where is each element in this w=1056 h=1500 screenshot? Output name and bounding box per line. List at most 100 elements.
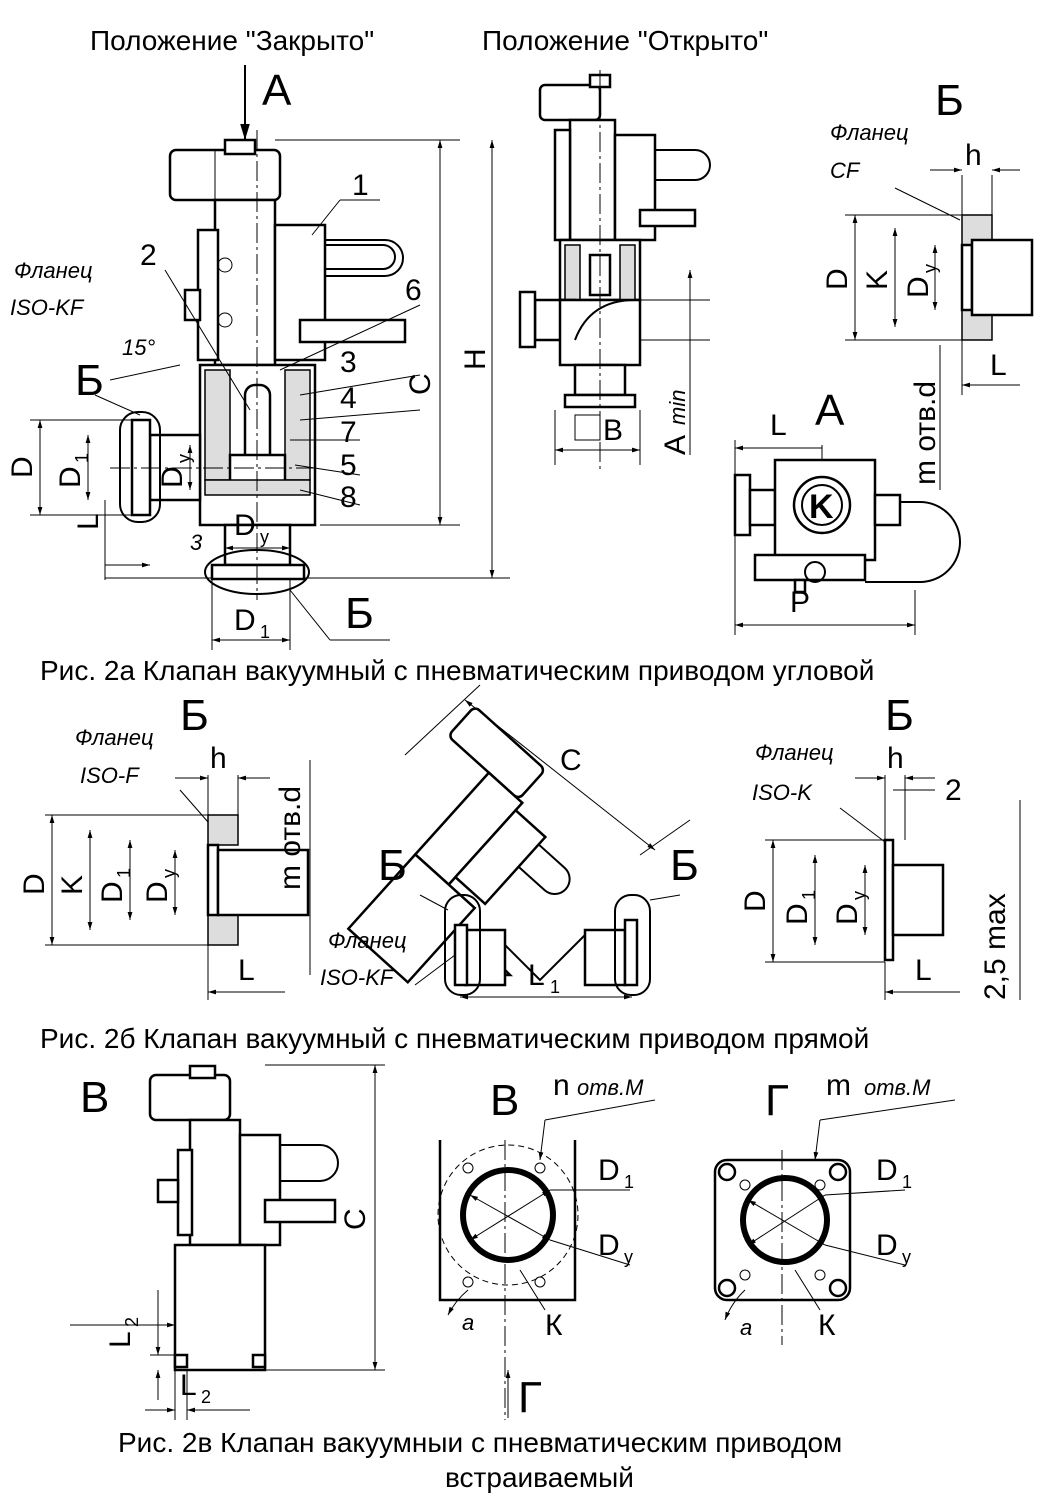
dim-c: C (404, 373, 437, 395)
svg-text:y: y (849, 891, 869, 900)
dim-3: 3 (190, 530, 203, 555)
title-closed: Положение "Закрыто" (90, 25, 374, 56)
iso-k-flange-label: Фланец (755, 740, 834, 765)
svg-text:y: y (260, 527, 269, 547)
svg-text:отв.М: отв.М (864, 1075, 931, 1100)
part-6-label: 6 (405, 274, 422, 307)
svg-text:1: 1 (902, 1172, 912, 1192)
part-3-label: 3 (340, 346, 357, 379)
svg-text:2: 2 (201, 1387, 211, 1407)
caption-fig2b: Рис. 2б Клапан вакуумный с пневматически… (40, 1023, 869, 1054)
iso-f-title: Б (180, 691, 209, 740)
svg-text:n: n (553, 1069, 570, 1102)
open-view-b-label: В (603, 414, 623, 447)
straight-valve-drawing (346, 684, 691, 1000)
flange-label: Фланец (14, 258, 93, 283)
svg-text:m: m (826, 1069, 851, 1102)
svg-text:1: 1 (260, 622, 270, 642)
svg-text:D: D (598, 1229, 620, 1262)
svg-text:D: D (141, 881, 174, 903)
angle-label: 15° (122, 335, 155, 360)
view-b-title: В (490, 1076, 519, 1125)
svg-text:D: D (54, 466, 87, 488)
k-logo: K (809, 488, 834, 526)
iso-f-dim-dy: Dy (141, 869, 179, 903)
part-5-label: 5 (340, 449, 357, 482)
iso-k-dim-h: h (887, 742, 904, 775)
section-b-bottom-label: Б (345, 589, 374, 638)
title-open: Положение "Открыто" (482, 25, 768, 56)
svg-text:D: D (876, 1229, 898, 1262)
cf-dim-h: h (965, 139, 982, 172)
iso-f-flange-detail (45, 760, 311, 1000)
detail-cf-title: Б (935, 76, 964, 125)
svg-text:D: D (598, 1154, 620, 1187)
part-8-label: 8 (340, 481, 357, 514)
svg-text:1: 1 (72, 453, 92, 463)
iso-f-flange-label: Фланец (75, 725, 154, 750)
svg-text:D: D (234, 604, 256, 637)
svg-text:y: y (624, 1247, 633, 1267)
cf-dim-l: L (990, 349, 1007, 382)
iso-k-dim-d1: D1 (781, 890, 819, 925)
view-a-title: А (815, 386, 845, 435)
svg-text:y: y (902, 1247, 911, 1267)
svg-text:D: D (156, 466, 189, 488)
cf-dim-k: K (861, 270, 894, 290)
dim-d: D (6, 456, 39, 478)
cf-flange-label: Фланец (830, 120, 909, 145)
dim-h: H (459, 348, 492, 370)
caption-fig2a: Рис. 2а Клапан вакуумный с пневматически… (40, 655, 874, 686)
iso-k-dim-max: 2,5 max (979, 893, 1012, 1000)
svg-text:D: D (234, 509, 256, 542)
svg-text:1: 1 (799, 890, 819, 900)
iso-f-dim-h: h (210, 742, 227, 775)
iso-f-flange-type: ISO-F (80, 763, 140, 788)
svg-text:min: min (665, 390, 690, 425)
iso-f-dim-l: L (238, 954, 255, 987)
svg-text:2: 2 (122, 1317, 142, 1327)
svg-text:L: L (104, 1331, 137, 1348)
view-g-title: Г (765, 1076, 789, 1125)
svg-text:L: L (528, 959, 545, 992)
valve-closed-drawing: А (30, 65, 510, 650)
svg-text:D: D (781, 903, 814, 925)
svg-text:отв.М: отв.М (577, 1075, 644, 1100)
iso-f-holes-label: m отв.d (274, 786, 307, 890)
cf-dim-d: D (821, 268, 854, 290)
iso-f-dim-d: D (18, 873, 51, 895)
part-1-label: 1 (352, 169, 369, 202)
valve-open-drawing (518, 70, 711, 470)
part-2-label: 2 (140, 239, 157, 272)
cf-holes-label: m отв.d (909, 381, 942, 485)
view-a-dim-l: L (770, 409, 787, 442)
view-b-angle-a: a (462, 1310, 474, 1335)
view-b-holes-label: n отв.М (553, 1069, 644, 1102)
iso-k-dim-d: D (739, 890, 772, 912)
flange-type-label: ISO-KF (10, 295, 85, 320)
iso-k-dim-dy: Dy (831, 891, 869, 925)
view-g-drawing (713, 1099, 956, 1345)
svg-text:y: y (920, 264, 940, 273)
caption-fig2c-line2: встраиваемый (445, 1462, 634, 1493)
part-7-label: 7 (340, 416, 357, 449)
straight-flange-type: ISO-KF (320, 965, 395, 990)
iso-f-dim-k: K (56, 875, 89, 895)
caption-fig2c: Рис. 2в Клапан вакуумныи с пневматически… (118, 1427, 842, 1458)
iso-k-title: Б (885, 691, 914, 740)
straight-flange-label: Фланец (328, 928, 407, 953)
view-g-dim-k: К (818, 1309, 836, 1342)
straight-section-b-left: Б (378, 841, 407, 890)
svg-text:D: D (876, 1154, 898, 1187)
cf-flange-detail (845, 167, 1034, 490)
